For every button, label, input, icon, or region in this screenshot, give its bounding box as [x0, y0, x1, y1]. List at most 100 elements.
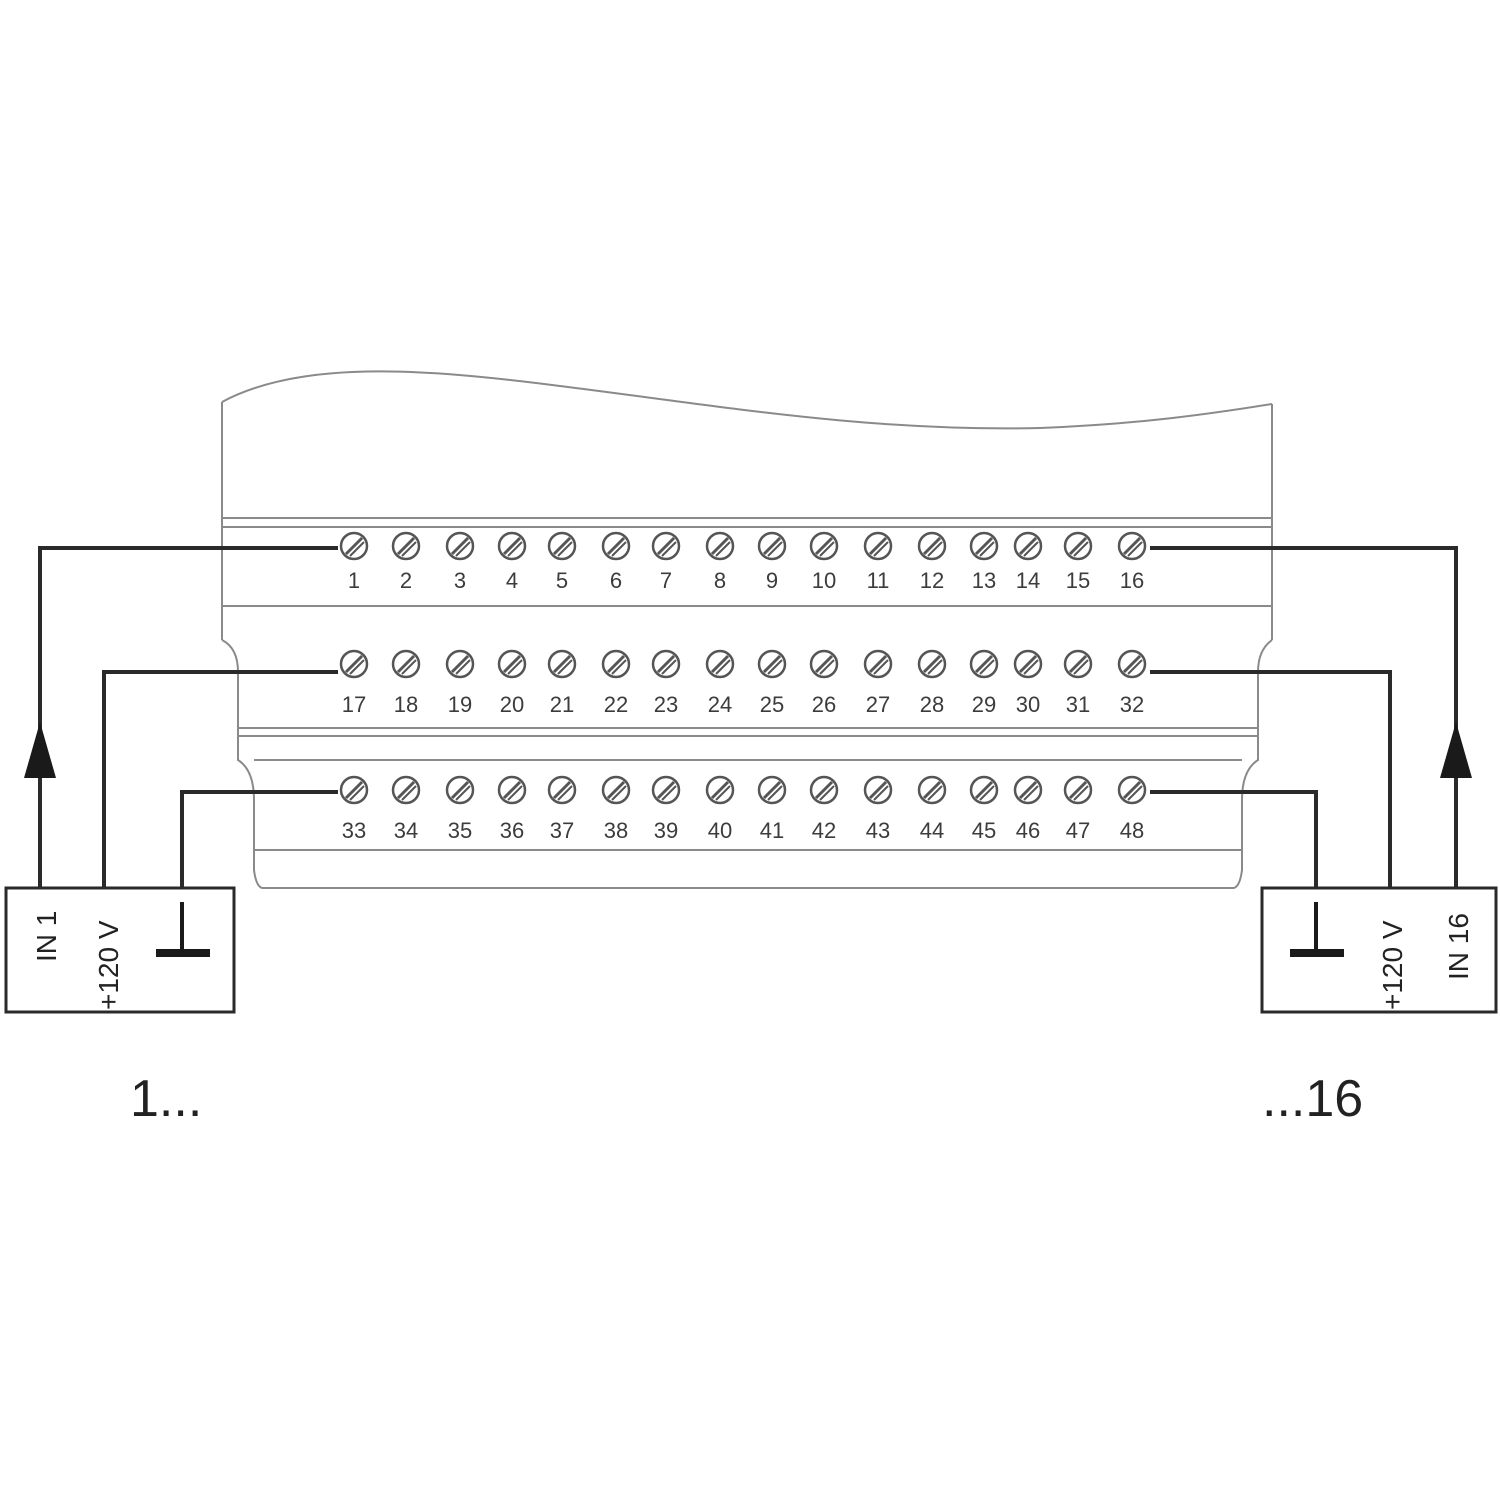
terminal-number: 13: [972, 568, 996, 593]
terminal-number: 33: [342, 818, 366, 843]
terminal-number: 29: [972, 692, 996, 717]
terminal-number: 10: [812, 568, 836, 593]
terminal-screw-icon: [1063, 775, 1093, 805]
terminal-screw-icon: [757, 531, 787, 561]
supply-label: +120 V: [93, 920, 124, 1010]
terminal-module-housing: [221, 370, 1273, 889]
terminal-screw-icon: [601, 649, 631, 679]
terminal-screw-icon: [445, 531, 475, 561]
terminal-screw-icon: [497, 649, 527, 679]
terminal-screw-icon: [1013, 531, 1043, 561]
housing-right-step: [1233, 639, 1273, 889]
terminal-number: 41: [760, 818, 784, 843]
ground-symbol-icon: [156, 902, 210, 957]
terminal-screw-icon: [651, 775, 681, 805]
housing-wavy-top-edge: [221, 370, 1273, 430]
wire-120v-left-to-terminal-17: [102, 670, 338, 888]
terminal-screw-icon: [917, 531, 947, 561]
sensor-device-left: IN 1 +120 V: [4, 886, 236, 1014]
wire-ground-left-to-terminal-33: [180, 790, 338, 888]
terminal-screw-icon: [757, 775, 787, 805]
terminal-number: 6: [610, 568, 622, 593]
terminal-screw-icon: [601, 531, 631, 561]
terminal-number: 24: [708, 692, 732, 717]
terminal-screw-icon: [1117, 531, 1147, 561]
terminal-number: 46: [1016, 818, 1040, 843]
terminal-screw-icon: [339, 649, 369, 679]
terminal-number: 30: [1016, 692, 1040, 717]
terminal-number: 15: [1066, 568, 1090, 593]
housing-left-step: [221, 639, 263, 889]
terminal-screw-icon: [863, 649, 893, 679]
terminal-number: 42: [812, 818, 836, 843]
terminal-screw-icon: [1063, 649, 1093, 679]
terminal-screw-icon: [809, 531, 839, 561]
arrow-up-icon: [24, 722, 56, 778]
terminal-screw-icon: [917, 775, 947, 805]
terminal-screw-icon: [1117, 649, 1147, 679]
terminal-screw-icon: [601, 775, 631, 805]
terminal-number: 38: [604, 818, 628, 843]
wiring: [38, 546, 1458, 888]
wire-120v-right-to-terminal-32: [1150, 670, 1392, 888]
terminal-number: 44: [920, 818, 944, 843]
terminal-screw-icon: [757, 649, 787, 679]
wire-ground-right-to-terminal-48: [1150, 790, 1318, 888]
terminal-screw-icon: [339, 531, 369, 561]
terminal-number: 35: [448, 818, 472, 843]
terminal-screw-icon: [705, 775, 735, 805]
terminal-number: 21: [550, 692, 574, 717]
wire-in1-to-terminal-1: [38, 546, 338, 888]
terminal-number: 47: [1066, 818, 1090, 843]
terminal-screw-icon: [1063, 531, 1093, 561]
terminal-screw-icon: [969, 649, 999, 679]
terminal-number: 4: [506, 568, 518, 593]
terminal-number: 7: [660, 568, 672, 593]
terminal-screw-icon: [391, 649, 421, 679]
terminal-screw-icon: [863, 775, 893, 805]
terminal-screw-icon: [705, 649, 735, 679]
terminal-number: 27: [866, 692, 890, 717]
terminal-number: 1: [348, 568, 360, 593]
ground-symbol-icon: [1290, 902, 1344, 957]
terminal-number: 8: [714, 568, 726, 593]
terminal-screw-icon: [547, 775, 577, 805]
terminal-screw-icon: [809, 775, 839, 805]
terminal-number: 34: [394, 818, 418, 843]
terminal-screw-icon: [391, 775, 421, 805]
terminal-screw-icon: [651, 531, 681, 561]
range-label-left: 1...: [130, 1070, 202, 1128]
terminal-number: 11: [867, 568, 890, 593]
terminal-screw-icon: [969, 531, 999, 561]
terminal-number: 14: [1016, 568, 1040, 593]
terminal-number: 19: [448, 692, 472, 717]
terminal-number: 37: [550, 818, 574, 843]
terminal-number: 28: [920, 692, 944, 717]
terminal-screw-icon: [497, 775, 527, 805]
terminal-screw-icon: [497, 531, 527, 561]
terminal-number: 39: [654, 818, 678, 843]
terminal-number: 17: [342, 692, 366, 717]
input-label: IN 1: [31, 911, 62, 962]
terminal-number: 36: [500, 818, 524, 843]
terminal-screw-icon: [969, 775, 999, 805]
terminal-number: 9: [766, 568, 778, 593]
terminal-screw-icon: [445, 649, 475, 679]
terminal-number: 23: [654, 692, 678, 717]
terminal-number: 32: [1120, 692, 1144, 717]
terminal-number: 43: [866, 818, 890, 843]
terminal-number: 5: [556, 568, 568, 593]
terminal-number: 12: [920, 568, 944, 593]
terminal-screw-icon: [391, 531, 421, 561]
terminal-number: 45: [972, 818, 996, 843]
supply-label: +120 V: [1377, 920, 1408, 1010]
terminal-screw-icon: [863, 531, 893, 561]
terminal-screw-icon: [339, 775, 369, 805]
terminal-screw-icon: [445, 775, 475, 805]
arrow-up-icon: [1440, 722, 1472, 778]
terminal-screw-icon: [547, 649, 577, 679]
terminal-number: 3: [454, 568, 466, 593]
terminal-screw-icon: [705, 531, 735, 561]
